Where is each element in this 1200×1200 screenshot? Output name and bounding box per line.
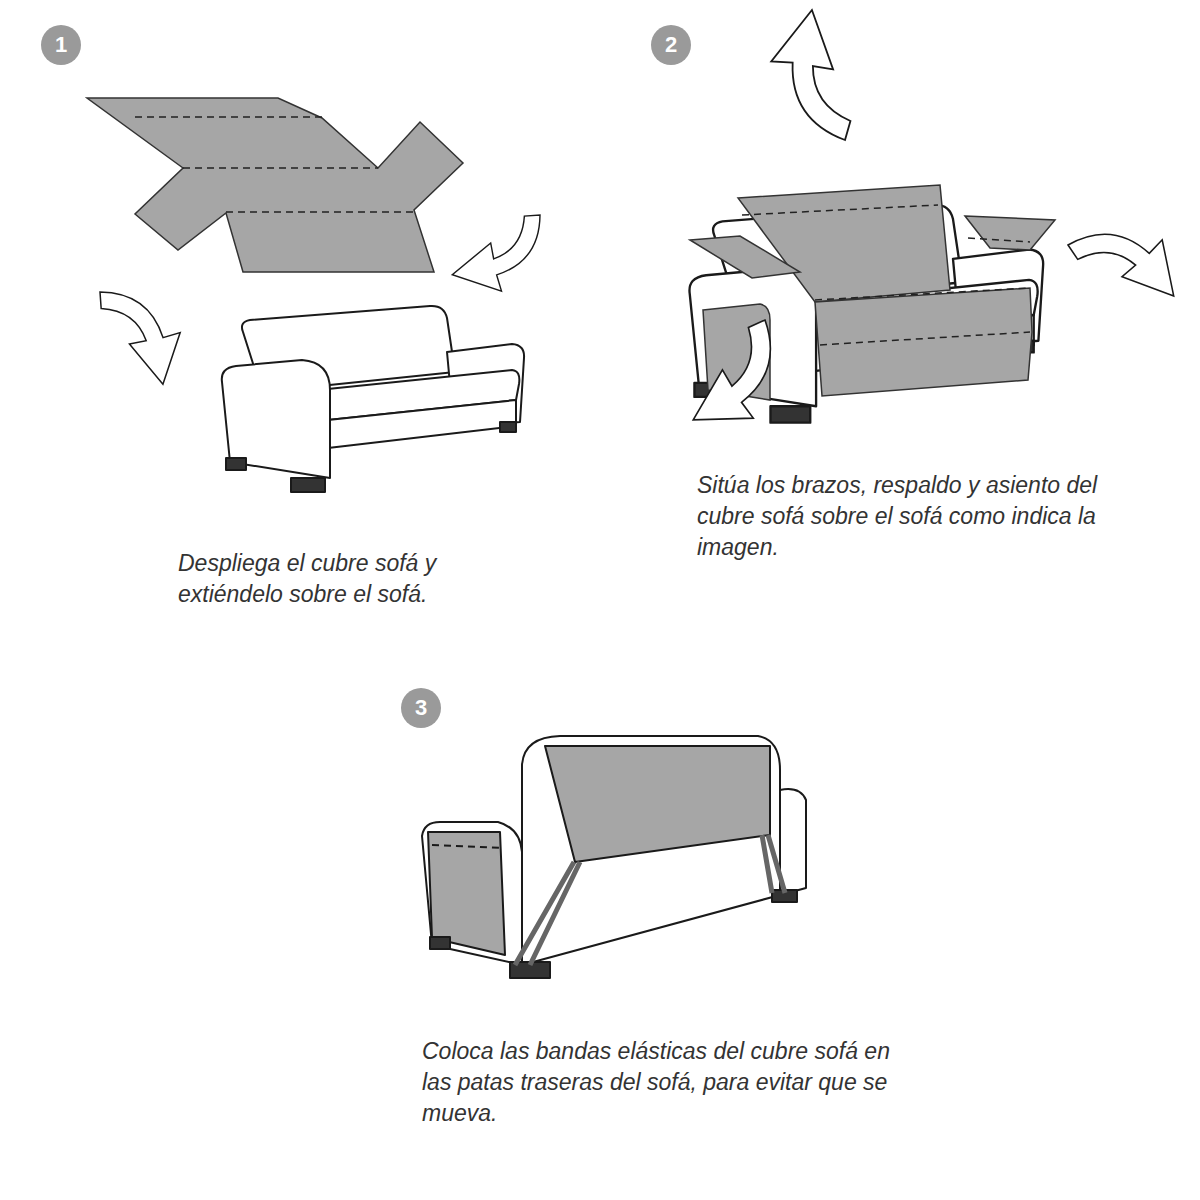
step-number-text: 1 xyxy=(41,25,81,65)
cover-back xyxy=(545,746,770,862)
step-number: 1 xyxy=(41,25,81,65)
sofa-arm xyxy=(422,822,522,965)
curved-arrow xyxy=(86,291,185,386)
curved-arrow xyxy=(678,320,782,429)
sofa-arm xyxy=(780,789,806,895)
cover-arm xyxy=(690,236,800,278)
instruction-text: Coloca las bandas elásticas del cubre so… xyxy=(422,1036,917,1129)
sofa-back xyxy=(522,736,780,965)
elastic-band xyxy=(515,862,580,965)
cover-arm xyxy=(965,216,1055,250)
curved-arrow xyxy=(755,5,893,141)
cover-unfolded xyxy=(87,98,463,272)
sofa-drawing xyxy=(222,306,524,492)
cover-back xyxy=(738,185,950,302)
fold-line xyxy=(135,117,414,212)
cover-seat xyxy=(815,288,1032,396)
cover-shape xyxy=(87,98,463,272)
cover-arm xyxy=(428,832,505,955)
curved-arrow xyxy=(1068,213,1182,324)
curved-arrow xyxy=(451,202,541,296)
fold-line xyxy=(742,205,1030,345)
elastic-band xyxy=(762,835,785,893)
instruction-text: Despliega el cubre sofá y extiéndelo sob… xyxy=(178,548,518,610)
sofa-back-view xyxy=(422,736,806,978)
elastic-band xyxy=(515,835,785,965)
step-number: 2 xyxy=(651,25,691,65)
instruction-text: Sitúa los brazos, respaldo y asiento del… xyxy=(697,470,1142,563)
fold-line xyxy=(432,845,502,848)
step-number-text: 2 xyxy=(651,25,691,65)
cover-placed xyxy=(690,185,1055,400)
step-circle xyxy=(651,25,691,65)
sofa-leg xyxy=(430,937,450,949)
step-circle xyxy=(401,688,441,728)
step-circle xyxy=(41,25,81,65)
step-number: 3 xyxy=(401,688,441,728)
step-number-text: 3 xyxy=(401,688,441,728)
